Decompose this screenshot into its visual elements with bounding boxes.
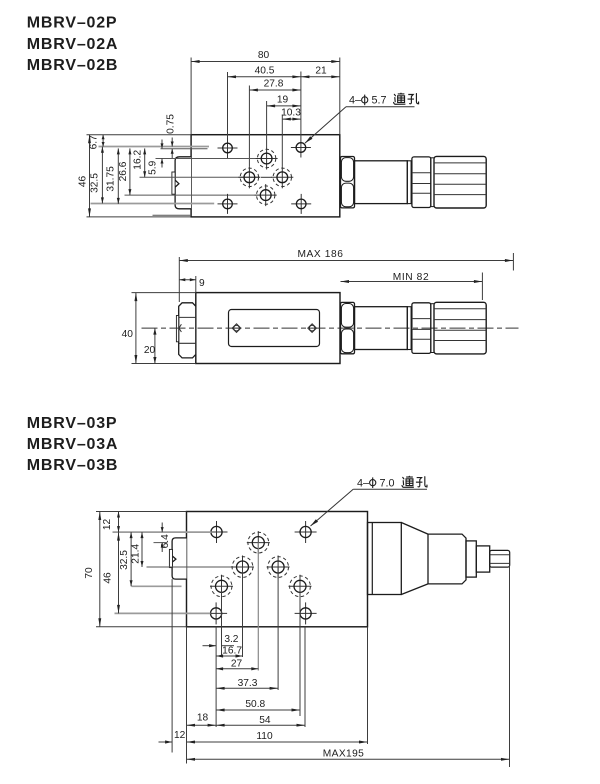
svg-text:46: 46 [103,572,114,584]
svg-text:70: 70 [84,567,95,579]
svg-text:80: 80 [258,50,270,61]
svg-text:MBRV–02B: MBRV–02B [27,57,118,74]
svg-text:31.75: 31.75 [106,166,117,192]
svg-text:16.7: 16.7 [222,646,242,657]
svg-text:18: 18 [197,713,209,724]
svg-text:12: 12 [102,519,113,531]
svg-text:20: 20 [144,345,156,356]
svg-text:7.0: 7.0 [380,478,395,490]
svg-text:MBRV–03B: MBRV–03B [27,457,118,474]
svg-text:3.2: 3.2 [224,634,238,645]
svg-text:9: 9 [199,278,205,289]
svg-text:27: 27 [231,658,243,669]
svg-text:5.7: 5.7 [372,95,387,107]
svg-text:MBRV–03P: MBRV–03P [27,415,118,432]
svg-text:MAX 186: MAX 186 [297,249,343,260]
svg-text:4–: 4– [357,478,369,490]
svg-text:6.7: 6.7 [89,135,100,149]
svg-text:MBRV–03A: MBRV–03A [27,436,118,453]
svg-text:46: 46 [78,176,89,188]
svg-text:MIN 82: MIN 82 [393,272,429,283]
svg-text:0.75: 0.75 [166,114,177,134]
svg-text:MAX195: MAX195 [323,749,364,760]
svg-text:27.8: 27.8 [264,79,284,90]
svg-text:54: 54 [259,715,271,726]
svg-text:12: 12 [174,730,186,741]
svg-text:16.2: 16.2 [133,150,144,170]
svg-text:26.6: 26.6 [118,161,129,181]
svg-text:37.3: 37.3 [238,678,258,689]
svg-text:40: 40 [122,329,134,340]
svg-text:50.8: 50.8 [245,699,265,710]
svg-text:32.5: 32.5 [119,550,130,570]
svg-text:21.4: 21.4 [130,544,141,564]
svg-text:5.9: 5.9 [147,160,158,174]
svg-text:MBRV–02P: MBRV–02P [27,15,118,32]
svg-text:6.4: 6.4 [160,534,171,548]
svg-text:32.5: 32.5 [90,173,101,193]
svg-text:110: 110 [256,731,273,742]
svg-text:4–: 4– [349,95,361,107]
svg-text:21: 21 [315,65,327,76]
svg-text:40.5: 40.5 [255,65,275,76]
svg-text:MBRV–02A: MBRV–02A [27,36,118,53]
svg-text:19: 19 [277,95,289,106]
svg-text:10.3: 10.3 [281,108,301,119]
